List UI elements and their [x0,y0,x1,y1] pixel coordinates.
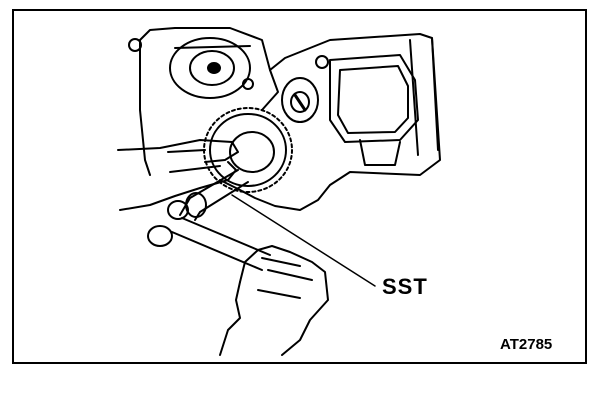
figure-frame [12,9,587,364]
left-hand [117,139,239,211]
gear [203,107,293,193]
sst-label: SST [382,274,428,299]
transmission-case [128,27,441,211]
figure-code: AT2785 [500,336,553,353]
middle-bore [281,77,319,123]
sst-leader-line [231,194,376,287]
upper-bore [169,37,251,99]
right-bore [329,54,419,166]
right-hand [219,245,329,356]
sst-tool [147,169,271,271]
